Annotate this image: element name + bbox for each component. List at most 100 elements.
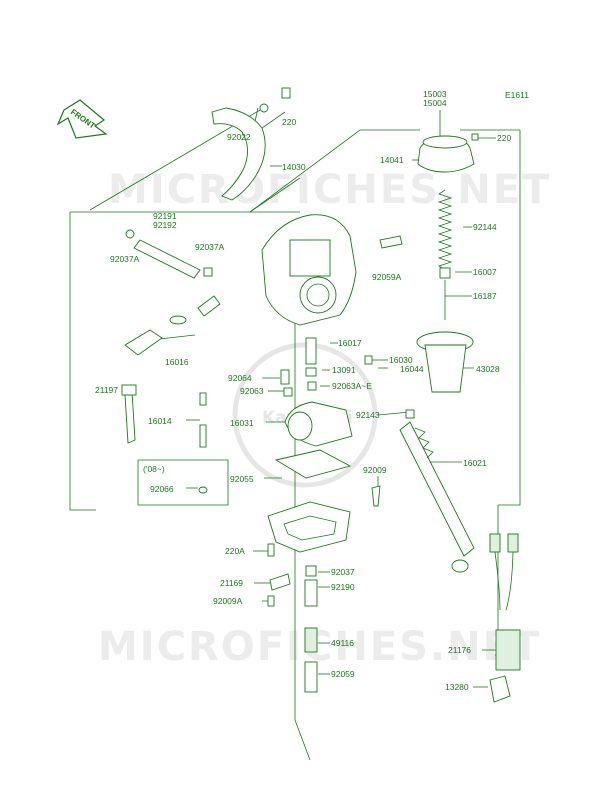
carburetor-chamber [289,239,331,277]
connector-right-part [507,533,519,553]
label-43028: 43028 [476,364,500,374]
hose-92190-part [304,579,318,607]
connector-left-part [489,533,501,553]
label-14041: 14041 [380,155,404,165]
oring-92063a-part [307,381,317,391]
label-92190: 92190 [331,582,355,592]
label-49116: 49116 [331,638,354,648]
label-13280: 13280 [445,682,469,692]
float-bowl-part [267,501,351,553]
holder-13091-part [305,367,317,377]
label-15003: 15003 [423,89,447,99]
note-08: ('08~) [143,464,165,474]
heater-part [124,391,136,444]
oring-part [169,315,187,325]
vacuum-piston-part [424,344,467,393]
label-92055: 92055 [230,474,254,484]
spring-part [437,189,453,271]
jet-16030-part [364,355,373,365]
label-16016: 16016 [165,357,189,367]
starter-plunger-part [124,329,163,356]
label-21176: 21176 [448,645,471,655]
label-16007: 16007 [473,267,497,277]
clip-92037-part [305,565,317,577]
parts [121,87,521,703]
callout-labels: 15003 15004 220 92022 14030 220 14041 92… [95,89,511,692]
watermark-text-top: MICROFICHES.NET [108,167,551,213]
label-92037a-left: 92037A [110,254,140,264]
label-16044: 16044 [400,364,424,374]
label-92009a: 92009A [213,596,243,606]
bracket-21169-part [269,573,291,591]
plate-13280-part [489,675,511,703]
label-92037: 92037 [331,567,355,577]
top-cover-lid [422,135,468,149]
sensor-21176-part [495,629,521,671]
label-92009: 92009 [363,465,387,475]
label-92192: 92192 [153,220,177,230]
screw-part [281,87,291,99]
throttle-screw-16021-part [399,421,475,557]
valve-49116-part [304,627,318,653]
label-21197: 21197 [95,385,118,395]
watermark-text-bottom: MICROFICHES.NET [98,624,541,670]
label-13091: 13091 [332,365,356,375]
front-arrow-icon [56,99,108,139]
oring-92063-part [283,387,293,397]
needle-jet-16017-part [305,337,317,365]
needle-holder-part [439,267,451,279]
label-92022: 92022 [227,132,251,142]
watermark-badge-ring [232,342,378,488]
label-92059: 92059 [331,669,355,679]
cover-screw-part [471,133,479,141]
throttle-spring-part [414,427,434,459]
label-92191: 92191 [153,211,177,221]
label-92064: 92064 [228,373,252,383]
screw-220a-part [267,543,275,557]
carburetor-bore [299,276,337,314]
label-92063a-e: 92063A~E [332,381,372,391]
label-21169: 21169 [220,578,243,588]
clip-left-part [125,229,135,239]
label-92059a: 92059A [372,272,402,282]
wire-harness-part [494,551,514,611]
label-14030: 14030 [282,162,306,172]
label-92063: 92063 [240,386,264,396]
label-92066: 92066 [150,484,174,494]
plunger-cap-part [197,295,221,317]
label-16187: 16187 [473,291,497,301]
label-16030: 16030 [389,355,413,365]
label-16031: 16031 [230,418,254,428]
clip-right-part [203,267,213,277]
label-16021: 16021 [463,458,487,468]
label-92144: 92144 [473,222,497,232]
oring-92066-part [198,486,208,494]
hose-92059-part [304,661,318,693]
label-92143: 92143 [356,410,380,420]
label-16017: 16017 [338,338,362,348]
washer-part [259,103,269,113]
bracket-part [211,107,266,201]
label-15004: 15004 [423,98,447,108]
diagram-code: E1611 [505,90,529,100]
intake-bore-part [287,411,313,441]
label-16014: 16014 [148,416,172,426]
pilot-jet-part [199,424,207,448]
vent-tube-part [133,239,201,279]
plug-92064-part [280,369,290,385]
label-92037a-right: 92037A [195,242,225,252]
label-220a: 220A [225,546,245,556]
heater-head-part [121,384,137,396]
label-220-right: 220 [497,133,511,143]
adjuster-knob-part [451,559,469,573]
jet-16014-part [199,392,207,406]
screw-92009-part [371,485,381,507]
watermark: MICROFICHES.NET MICROFICHES.NET Kawasaki [98,167,551,670]
tube-92059a-part [379,235,403,249]
screw-92009a-part [267,595,275,607]
label-220-top: 220 [282,117,296,127]
clip-92143-part [405,409,415,419]
front-arrow: FRONT [56,99,108,139]
gasket-part [274,449,352,479]
